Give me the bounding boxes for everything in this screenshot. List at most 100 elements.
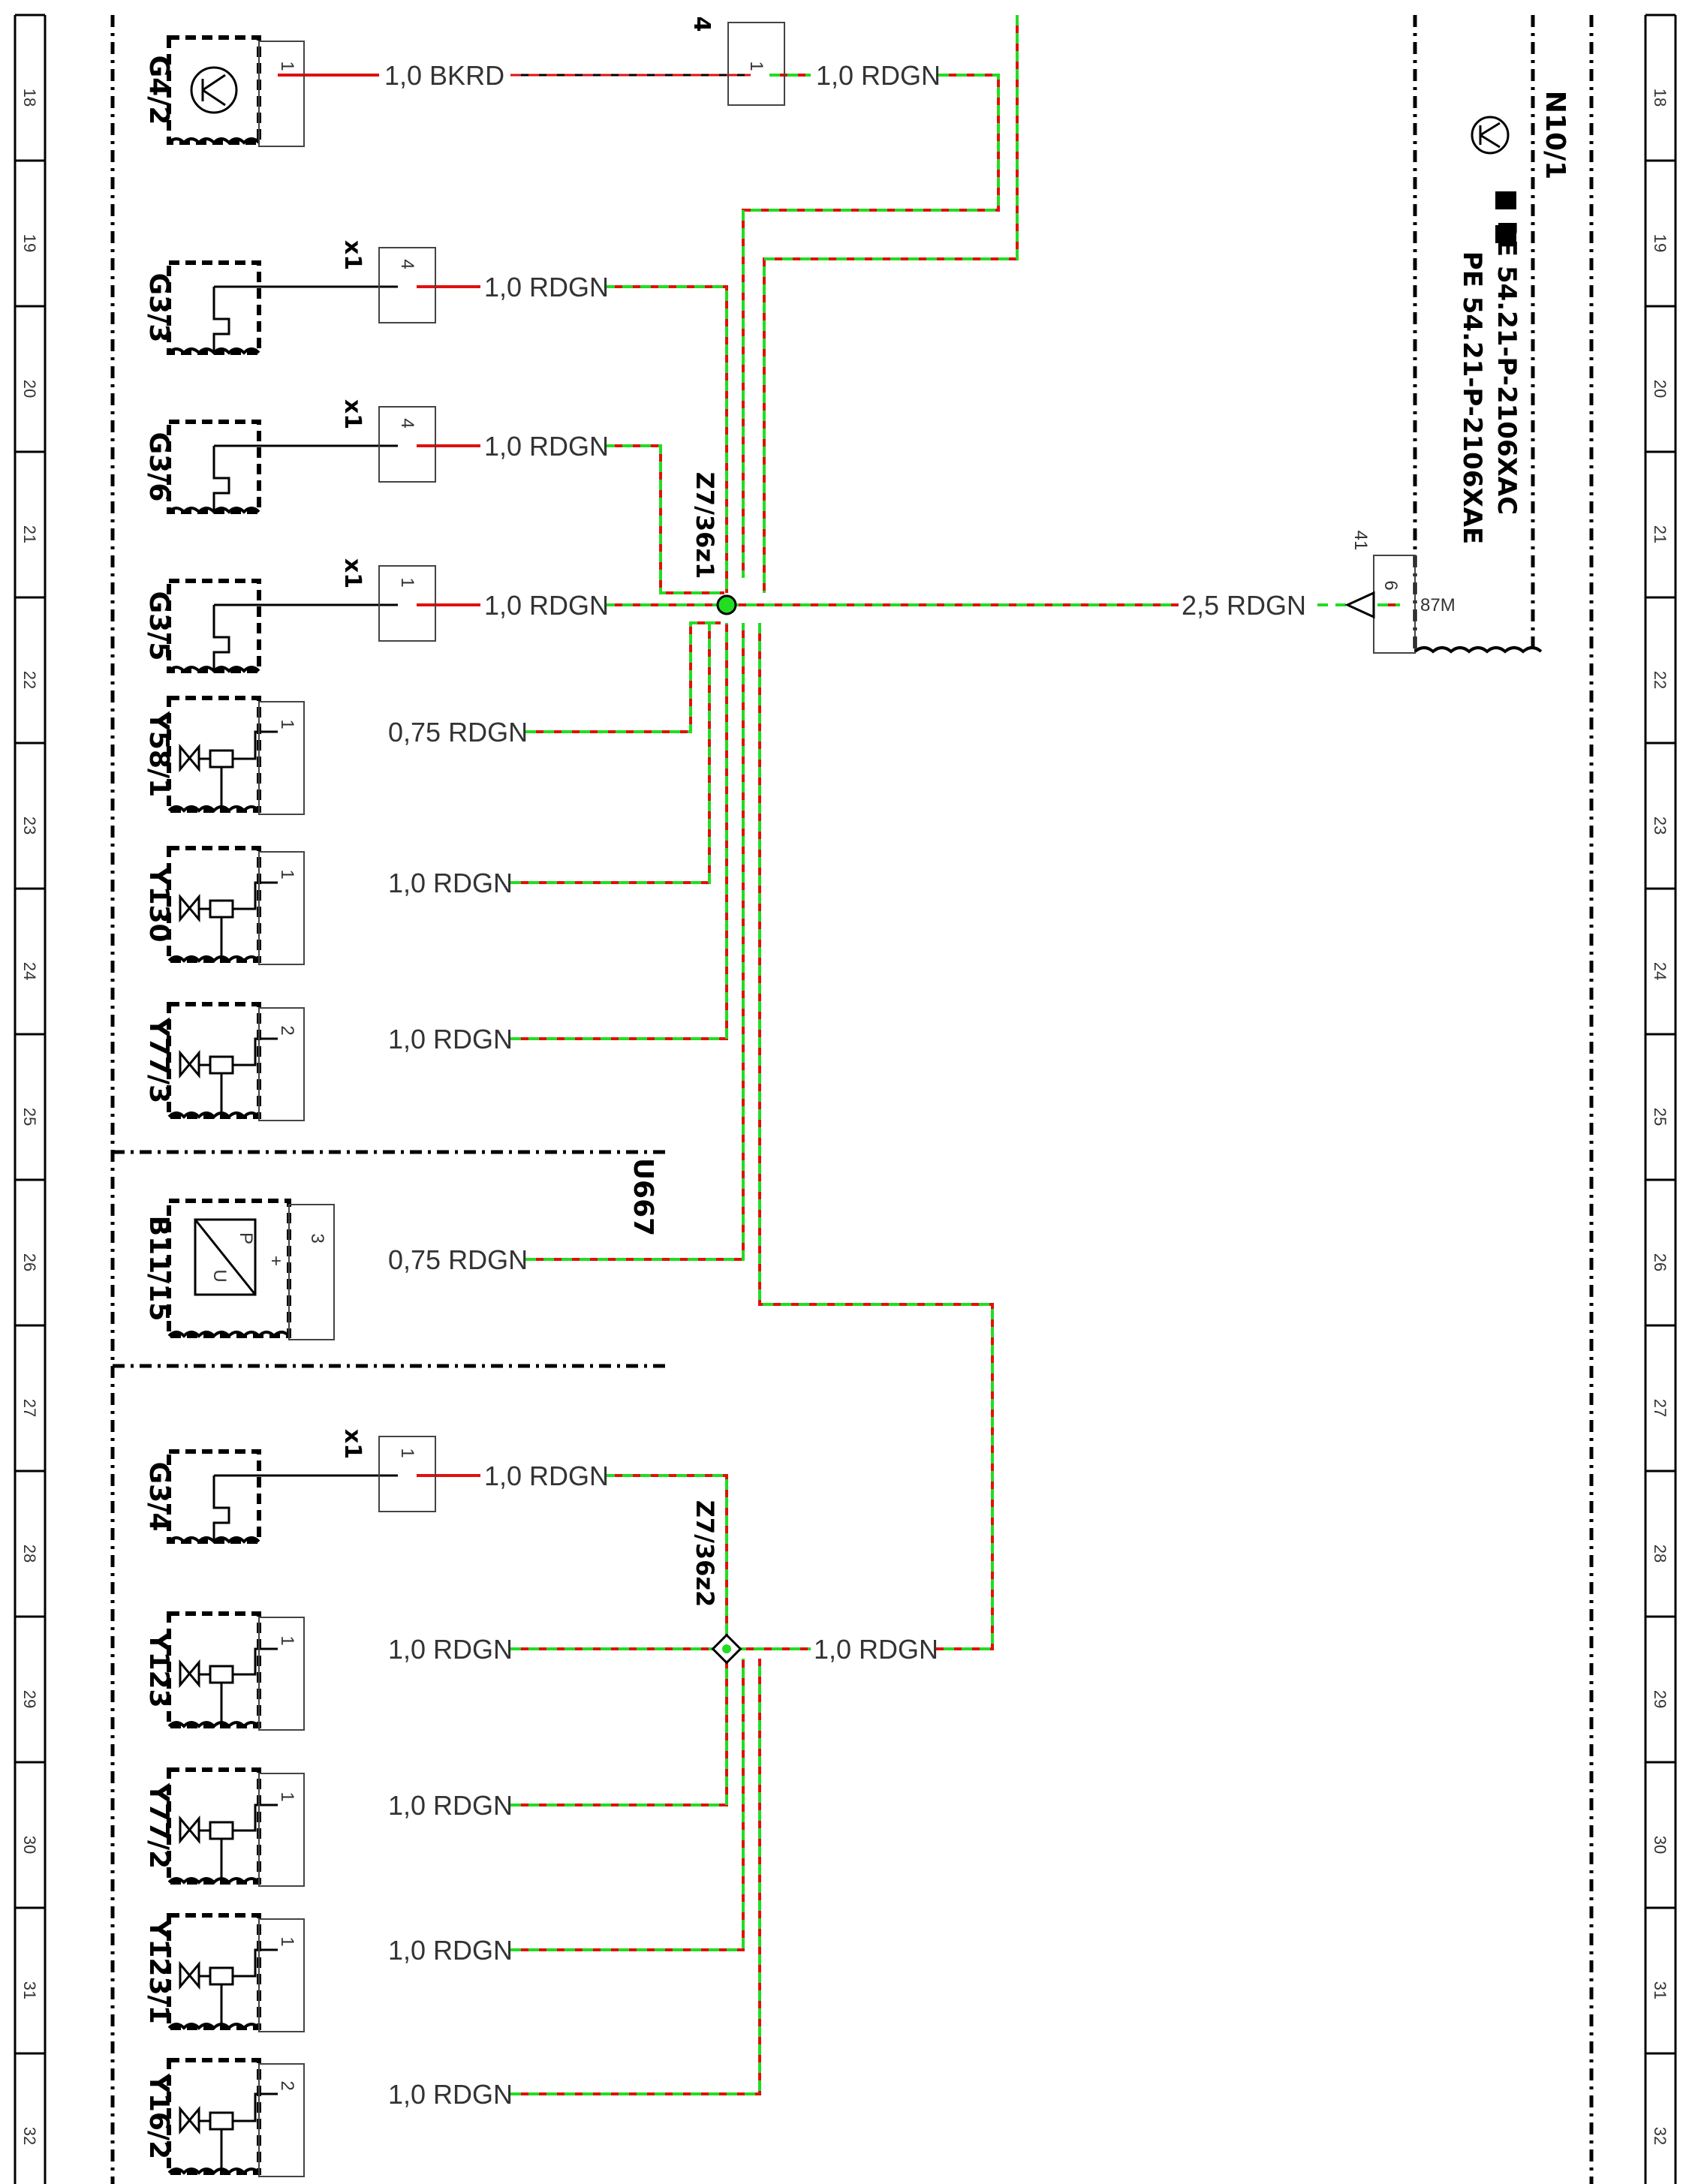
pin-y77-3: 2: [277, 1025, 297, 1035]
label-g3-4: G3/4: [143, 1462, 174, 1532]
left-ruler-number: 23: [20, 817, 39, 835]
pin-x1-g3-5: 1: [397, 577, 417, 587]
label-y58-1: Y58/1: [143, 711, 174, 797]
label-y16-2: Y16/2: [143, 2073, 174, 2159]
component-g3-3[interactable]: [167, 260, 261, 355]
connector-x1-g3-4: x1: [339, 1429, 366, 1459]
right-ruler-number: 24: [1651, 962, 1669, 980]
pin-y58-1: 1: [277, 719, 297, 729]
right-ruler-number: 28: [1651, 1545, 1669, 1563]
connector-x1-g3-6: x1: [339, 399, 366, 429]
right-ruler-number: 22: [1651, 671, 1669, 689]
left-ruler-number: 31: [20, 1981, 39, 1999]
right-ruler-number: 18: [1651, 89, 1669, 107]
pin-g4-2: 1: [277, 61, 297, 71]
component-y130[interactable]: [167, 846, 278, 963]
pin-x1-g3-4: 1: [397, 1448, 417, 1458]
component-connector-boxes: [258, 41, 335, 2177]
sensor-p: P: [236, 1232, 256, 1244]
wire-label-g3-3: 1,0 RDGN: [484, 272, 609, 302]
connector-triangle-icon: [1344, 591, 1375, 619]
label-y77-3: Y77/3: [143, 1017, 174, 1103]
pin-top-connector: 1: [746, 61, 766, 71]
label-g3-5: G3/5: [143, 591, 174, 661]
reference-2: PE 54.21-P-2106XAE: [1457, 251, 1487, 544]
label-y123-1: Y123/1: [143, 1918, 174, 2023]
pin-n10-6: 6: [1380, 580, 1401, 590]
right-ruler-number: 30: [1651, 1836, 1669, 1854]
right-ruler-number: 32: [1651, 2127, 1669, 2145]
label-y130: Y130: [143, 865, 174, 942]
wire-label-y130: 1,0 RDGN: [388, 868, 513, 898]
label-n10-1: N10/1: [1540, 91, 1570, 179]
label-g4-2: G4/2: [143, 56, 174, 125]
connector-x1-g3-5: x1: [339, 558, 366, 588]
left-ruler-number: 32: [20, 2127, 39, 2145]
component-g4-2[interactable]: [167, 35, 261, 145]
harness-trunk: [214, 15, 1400, 2095]
label-b11-15: B11/15: [143, 1216, 174, 1322]
wire-label-g3-5: 1,0 RDGN: [484, 590, 609, 621]
pin-y123-1: 1: [277, 1936, 297, 1946]
left-ruler-number: 24: [20, 962, 39, 980]
left-ruler-number: 28: [20, 1545, 39, 1563]
component-b11-15[interactable]: [167, 1199, 291, 1338]
pin-y123: 1: [277, 1635, 297, 1645]
wire-label-y16-2: 1,0 RDGN: [388, 2079, 513, 2110]
component-y123-1[interactable]: [167, 1913, 278, 2030]
right-ruler-number: 26: [1651, 1253, 1669, 1271]
component-y77-2[interactable]: [167, 1767, 278, 1885]
right-ruler-number: 19: [1651, 234, 1669, 252]
pin-x1-g3-6: 4: [397, 418, 417, 428]
left-ruler-number: 18: [20, 89, 39, 107]
sensor-u: U: [209, 1269, 230, 1282]
component-y123[interactable]: [167, 1611, 278, 1728]
right-ruler-number: 27: [1651, 1399, 1669, 1417]
wire-label-y123: 1,0 RDGN: [388, 1634, 513, 1665]
component-g3-5[interactable]: [167, 579, 261, 673]
splice-z1-node: [716, 594, 737, 615]
splice-label-z1: Z7/36z1: [691, 472, 719, 579]
wire-label-g3-6: 1,0 RDGN: [484, 431, 609, 462]
reference-1: PE 54.21-P-2106XAC: [1492, 221, 1522, 515]
wire-label-g4-out: 1,0 RDGN: [816, 60, 941, 91]
pin-x1-g3-3: 4: [397, 259, 417, 269]
left-ruler-number: 29: [20, 1690, 39, 1708]
pin-n10-87m: 87M: [1420, 595, 1456, 615]
left-ruler-number: 26: [20, 1253, 39, 1271]
pin-b11-15: 3: [307, 1233, 327, 1243]
left-ruler-number: 30: [20, 1836, 39, 1854]
left-ruler-number: 20: [20, 380, 39, 398]
label-g3-3: G3/3: [143, 273, 174, 343]
component-y16-2[interactable]: [167, 2058, 278, 2175]
left-ruler-number: 22: [20, 671, 39, 689]
wire-label-bkrd: 1,0 BKRD: [384, 60, 504, 91]
n10-bottom-wave: [1414, 646, 1543, 654]
wire-label-b11: 0,75 RDGN: [388, 1244, 528, 1275]
hand-pointer-icon: [1495, 191, 1516, 243]
wire-label-y77-2: 1,0 RDGN: [388, 1790, 513, 1821]
left-ruler-number: 25: [20, 1108, 39, 1126]
right-ruler-number: 23: [1651, 817, 1669, 835]
connector-41: 41: [1350, 531, 1371, 551]
wire-label-g3-4: 1,0 RDGN: [484, 1461, 609, 1491]
component-y77-3[interactable]: [167, 1002, 278, 1119]
component-g3-6[interactable]: [167, 420, 261, 514]
label-u667: U667: [628, 1158, 658, 1236]
component-g3-4[interactable]: [167, 1449, 261, 1544]
left-ruler-number: 19: [20, 234, 39, 252]
x1-connector-boxes: [378, 22, 1416, 1512]
wire-label-y123-1: 1,0 RDGN: [388, 1935, 513, 1966]
pin-y77-2: 1: [277, 1791, 297, 1801]
connector-x1-g3-3: x1: [339, 240, 366, 270]
component-y58-1[interactable]: [167, 696, 278, 813]
label-y77-2: Y77/2: [143, 1782, 174, 1869]
label-g3-6: G3/6: [143, 432, 174, 502]
right-ruler-number: 29: [1651, 1690, 1669, 1708]
splice-label-z2: Z7/36z2: [691, 1500, 719, 1608]
wire-label-y58-1: 0,75 RDGN: [388, 717, 528, 748]
left-ruler-number: 21: [20, 525, 39, 543]
pin-b11-plus: +: [266, 1256, 286, 1266]
